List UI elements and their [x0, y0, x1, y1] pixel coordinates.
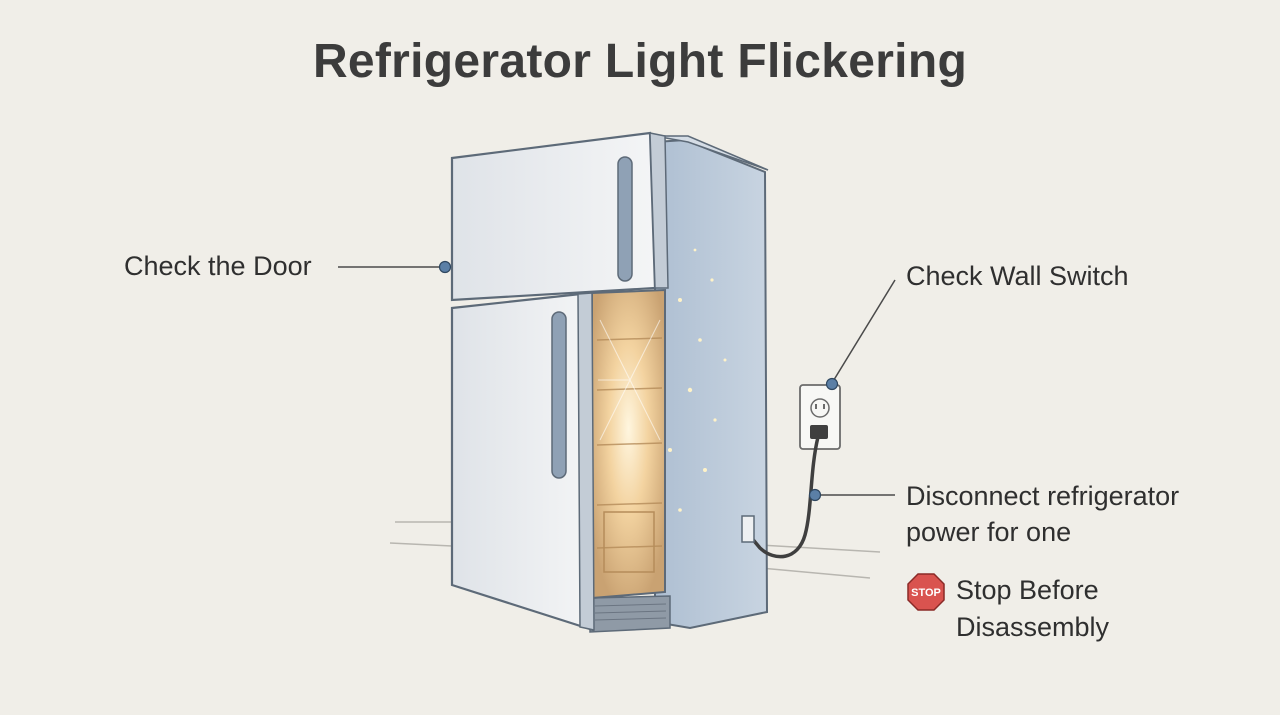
- stop-sign-icon: STOP: [907, 573, 945, 611]
- stop-sign-text: STOP: [911, 587, 941, 599]
- callout-check-wall-switch: Check Wall Switch: [906, 261, 1129, 291]
- freezer-door: [450, 131, 669, 302]
- power-cord: [748, 435, 820, 559]
- fridge-handle: [551, 311, 567, 479]
- callout-lines: [338, 266, 896, 496]
- callout-check-door: Check the Door: [124, 251, 312, 281]
- callout-stop-before-disassembly: Stop Before Disassembly: [956, 575, 1110, 642]
- wall-outlet-icon: [799, 384, 841, 450]
- cord-plug-on-fridge: [741, 515, 755, 543]
- fridge-door: [450, 291, 595, 632]
- stop-callout: STOP Stop Before Disassembly: [906, 572, 1109, 646]
- callout-disconnect-power: Disconnect refrigerator power for one: [906, 481, 1180, 547]
- callout-dots: [438, 260, 839, 502]
- page-title: Refrigerator Light Flickering: [312, 35, 968, 88]
- floor-lines: [389, 521, 881, 579]
- freezer-handle: [617, 156, 633, 282]
- fridge-interior: [591, 248, 727, 600]
- fridge-body: [589, 135, 769, 633]
